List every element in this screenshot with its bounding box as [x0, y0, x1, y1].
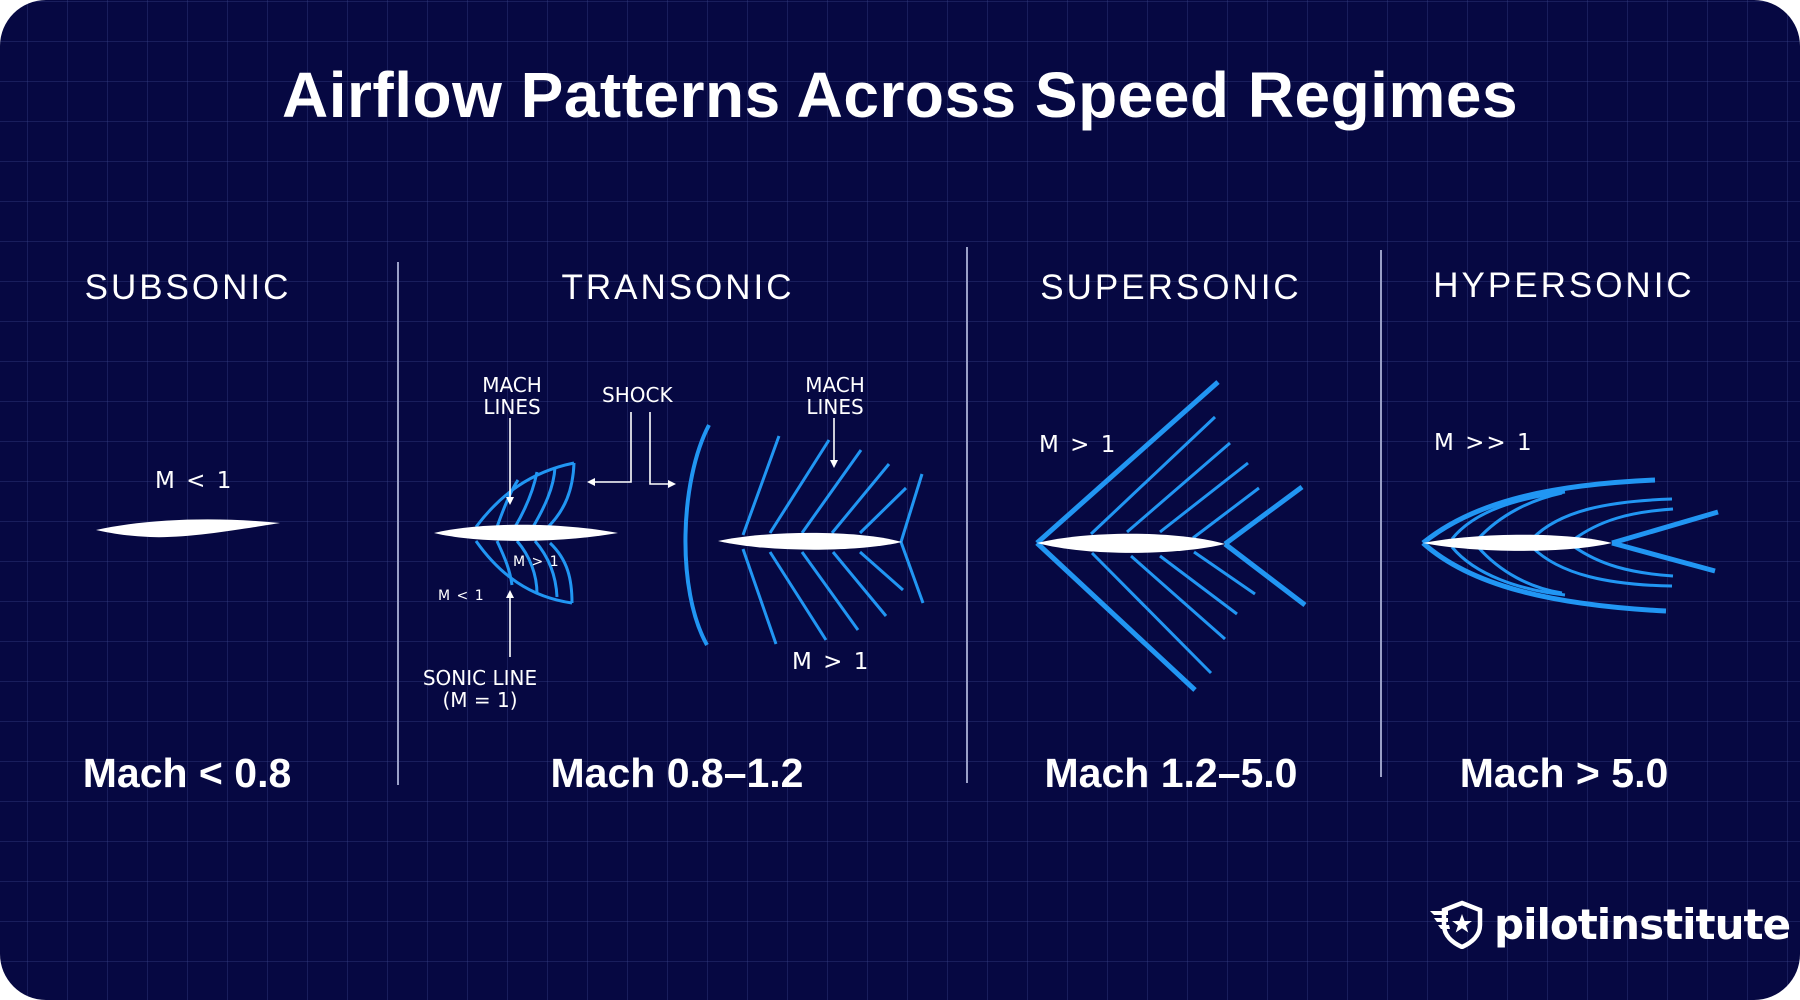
mach-range-transonic: Mach 0.8–1.2 [550, 750, 804, 796]
winged-shield-star-icon [1430, 900, 1483, 949]
mach-range-supersonic: Mach 1.2–5.0 [1044, 750, 1298, 796]
hypersonic-flow-label: M >> 1 [1434, 430, 1534, 456]
transonic-flow-label: M > 1 [792, 649, 871, 675]
divider-transonic-supersonic [966, 247, 968, 783]
regime-title-supersonic: SUPERSONIC [1040, 268, 1302, 307]
subsonic-airfoil [96, 519, 280, 538]
regime-title-subsonic: SUBSONIC [84, 268, 292, 307]
supersonic-flow-label: M > 1 [1039, 432, 1118, 458]
supersonic-airfoil [1037, 533, 1225, 553]
transonic-mach-lines [741, 435, 925, 645]
logo-text: pilotinstitute [1494, 899, 1791, 949]
supersonic-shocks [1035, 380, 1307, 692]
transonic-bow-shock [683, 424, 711, 646]
annotation-arrows [506, 412, 838, 657]
transonic-mach-lines-label-right: MACH LINES [805, 373, 865, 419]
transonic-sonic-line-label: SONIC LINE (M = 1) [422, 666, 538, 712]
divider-subsonic-transonic [397, 262, 399, 785]
transonic-left-airfoil [434, 524, 618, 541]
regime-title-transonic: TRANSONIC [561, 268, 795, 307]
divider-supersonic-hypersonic [1380, 250, 1382, 777]
transonic-supersonic-bubble-label: M > 1 [513, 554, 560, 570]
transonic-mach-lines-label-left: MACH LINES [482, 373, 542, 419]
hypersonic-shocks [1421, 477, 1719, 614]
hypersonic-airfoil [1423, 534, 1612, 551]
transonic-subsonic-region-label: M < 1 [438, 588, 485, 604]
subsonic-flow-label: M < 1 [155, 468, 234, 494]
regime-title-hypersonic: HYPERSONIC [1433, 266, 1695, 305]
mach-range-hypersonic: Mach > 5.0 [1459, 750, 1669, 796]
page-title: Airflow Patterns Across Speed Regimes [281, 59, 1519, 131]
transonic-shock-label: SHOCK [602, 383, 673, 407]
transonic-right-airfoil [718, 532, 902, 550]
mach-range-subsonic: Mach < 0.8 [82, 750, 292, 796]
pilot-institute-logo: pilotinstitute [1428, 898, 1791, 950]
